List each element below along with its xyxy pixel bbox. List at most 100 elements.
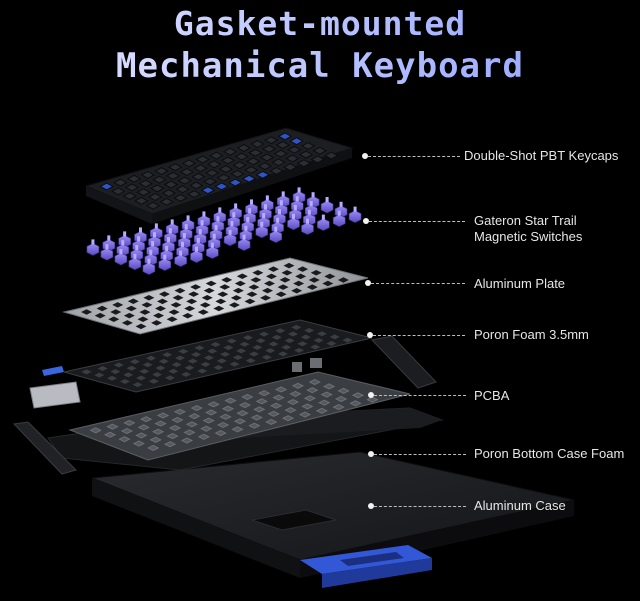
dot-plate <box>365 280 371 286</box>
plate-cutout <box>190 284 202 290</box>
pcb-footprint <box>216 421 230 429</box>
foam-cutout <box>261 354 272 360</box>
keycap <box>195 155 210 164</box>
plate-cutout <box>139 309 151 315</box>
plate-cutout <box>275 291 287 298</box>
pcb-footprint <box>219 413 232 420</box>
plate-cutout <box>219 284 231 290</box>
foam-cutout <box>287 331 298 337</box>
plate-cutout <box>308 277 320 283</box>
pcb-footprint <box>149 436 162 443</box>
leader-pcba <box>374 395 466 396</box>
pcb-footprint <box>334 395 348 403</box>
foam-cutout <box>216 358 227 364</box>
keycap <box>300 141 316 150</box>
plate-cutout <box>221 277 233 283</box>
label-switches-line2: Magnetic Switches <box>474 229 583 244</box>
side-rails <box>12 335 437 475</box>
dot-switches <box>363 218 369 224</box>
pcb-footprint <box>168 424 182 432</box>
switch <box>237 234 251 251</box>
dot-keycaps <box>362 153 368 159</box>
pcb-footprint <box>231 426 244 433</box>
label-plate: Aluminum Plate <box>474 276 566 291</box>
foam-cutout <box>129 359 140 365</box>
pcb-footprint <box>205 409 218 416</box>
plate-cutout <box>217 291 229 297</box>
label-foam: Poron Foam 3.5mm <box>474 327 589 342</box>
foam-cutout <box>229 361 240 367</box>
pcb-footprint <box>236 410 249 417</box>
keycap <box>255 170 271 179</box>
foam-cutout <box>275 328 286 334</box>
keycap <box>159 197 175 206</box>
keycap <box>216 173 231 182</box>
foam-cutout <box>155 365 166 371</box>
foam-cutout <box>268 341 279 347</box>
pcb-footprint <box>106 423 119 430</box>
keycap <box>179 168 195 176</box>
keycap <box>246 157 261 166</box>
keycap <box>220 156 236 165</box>
keycap <box>263 136 279 145</box>
foam-cutout <box>313 337 324 343</box>
switch <box>174 250 187 267</box>
plate-cutout <box>250 277 262 283</box>
keycap <box>122 192 138 201</box>
plate-cutout <box>156 298 168 305</box>
plate-cutout <box>186 298 198 305</box>
keycap <box>259 153 275 162</box>
pcb-footprint <box>255 398 268 405</box>
pcb-footprint <box>185 421 198 428</box>
plate-cutout <box>246 291 258 297</box>
pcb-footprint <box>200 425 213 432</box>
foam-cutout <box>310 344 321 350</box>
pcb-footprint <box>337 387 350 394</box>
plate-cutout <box>151 320 163 326</box>
keycap <box>250 140 265 149</box>
switch <box>255 221 269 239</box>
switch <box>320 197 334 214</box>
foam-cutout <box>304 328 315 334</box>
switch <box>206 242 219 259</box>
foam-cutout <box>148 378 159 384</box>
leader-plate <box>371 283 465 284</box>
keycap <box>222 147 238 156</box>
foam-cutout <box>142 362 153 368</box>
keycap <box>147 193 163 201</box>
plate-cutout <box>201 295 213 301</box>
keycap <box>165 171 181 180</box>
pcb-footprint <box>289 390 302 397</box>
pcb-footprint <box>118 436 131 443</box>
keycap <box>189 181 204 190</box>
switches-layer <box>86 187 362 275</box>
keycap <box>289 137 304 146</box>
foam-cutout <box>162 352 173 358</box>
plate-cutout <box>137 316 149 322</box>
plate-cutout <box>203 287 215 294</box>
plate-cutout <box>293 280 305 287</box>
switch <box>142 258 156 275</box>
plate-cutout <box>125 305 137 312</box>
plate-cutout <box>281 270 293 276</box>
foam-cutout <box>213 365 224 371</box>
keycaps-layer <box>84 127 354 224</box>
plate-cutout <box>158 291 170 297</box>
leader-keycaps <box>368 156 460 157</box>
plate-cutout <box>213 305 225 312</box>
plate-cutout <box>291 287 303 294</box>
pcb-footprint <box>89 427 102 434</box>
foam-cutout <box>342 337 353 343</box>
label-keycaps: Double-Shot PBT Keycaps <box>464 148 619 163</box>
foam-cutout <box>146 355 157 361</box>
foam-cutout <box>232 354 243 360</box>
plate-cutout <box>279 277 291 283</box>
switch <box>190 246 203 263</box>
pcb-footprint <box>248 422 261 429</box>
plate-cutout <box>155 305 166 312</box>
keycap <box>228 178 243 187</box>
foam-cutout <box>191 352 202 358</box>
plate-cutout <box>172 295 184 301</box>
plate-cutout <box>264 280 275 287</box>
plate-cutout <box>297 266 309 272</box>
